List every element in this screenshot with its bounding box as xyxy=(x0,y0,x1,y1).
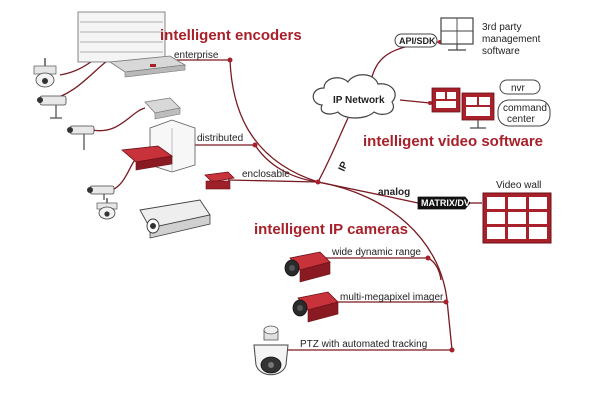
analog-label: analog xyxy=(378,187,410,198)
cam-feed-4 xyxy=(111,159,136,191)
enclosable-line xyxy=(227,179,319,183)
cam-feed-3 xyxy=(91,107,146,132)
distributed-encoder-icon xyxy=(144,97,181,120)
third-party-line3: software xyxy=(482,46,520,57)
dot-enterprise xyxy=(227,57,233,63)
software-line xyxy=(399,99,431,104)
command-line1: command xyxy=(503,103,547,114)
distributed-label: distributed xyxy=(197,133,243,144)
api-sdk-badge: API/SDK xyxy=(394,33,438,48)
dot-distributed xyxy=(252,142,258,148)
api-line xyxy=(369,41,441,86)
bullet-camera-icon-2 xyxy=(67,125,95,150)
dot-ptz xyxy=(449,347,455,353)
video-wall-label: Video wall xyxy=(496,180,541,191)
matrix-dvr-label: MATRIX/DVR xyxy=(421,198,477,208)
bullet-camera-icon-1 xyxy=(37,95,67,119)
ip-label: IP xyxy=(337,160,351,174)
megapixel-label: multi-megapixel imager xyxy=(340,292,444,303)
enclosable-encoder-icon xyxy=(204,171,235,190)
bullet-camera-icon-3 xyxy=(87,185,115,200)
third-party-line2: management xyxy=(482,34,541,45)
third-party-line1: 3rd party xyxy=(482,22,521,33)
ip-camera-icon-megapixel xyxy=(292,291,339,323)
enterprise-encoder-icon xyxy=(108,55,187,78)
cloud-icon xyxy=(312,74,396,119)
video-software-heading: intelligent video software xyxy=(363,133,543,150)
command-center-badge: command center xyxy=(497,99,551,127)
connector-dots xyxy=(227,40,455,353)
enterprise-label: enterprise xyxy=(174,50,219,61)
video-wall-icon xyxy=(482,192,552,244)
software-screens-icon xyxy=(431,87,495,129)
wdr-branch xyxy=(320,257,442,281)
ptz-label: PTZ with automated tracking xyxy=(300,339,427,350)
wdr-label: wide dynamic range xyxy=(331,247,421,258)
api-sdk-label: API/SDK xyxy=(399,36,436,46)
encoders-heading: intelligent encoders xyxy=(160,27,302,44)
enterprise-line xyxy=(168,59,319,183)
outdoor-housing-camera-icon xyxy=(139,199,211,239)
server-rack-icon xyxy=(77,11,166,63)
dot-software xyxy=(428,101,432,105)
nvr-badge: nvr xyxy=(499,79,541,95)
matrix-dvr-box: MATRIX/DVR xyxy=(417,196,477,210)
dot-wdr xyxy=(425,255,431,261)
monitor-icon xyxy=(440,17,474,51)
ip-link-line xyxy=(317,117,349,183)
dot-megapixel xyxy=(443,299,449,305)
encoder-box-icon xyxy=(121,145,174,171)
dome-camera-icon xyxy=(33,58,57,88)
analog-line xyxy=(317,181,419,204)
dome-camera-icon-2 xyxy=(96,198,118,220)
cloud-label: IP Network xyxy=(333,95,385,106)
cameras-heading: intelligent IP cameras xyxy=(254,221,408,238)
enclosable-label: enclosable xyxy=(242,169,290,180)
dot-enclosable xyxy=(315,179,321,185)
ip-camera-icon-wdr xyxy=(284,251,331,283)
camera-trunk-line xyxy=(317,181,453,351)
ptz-camera-icon xyxy=(253,325,289,376)
command-line2: center xyxy=(507,114,535,125)
nvr-label: nvr xyxy=(511,83,526,94)
